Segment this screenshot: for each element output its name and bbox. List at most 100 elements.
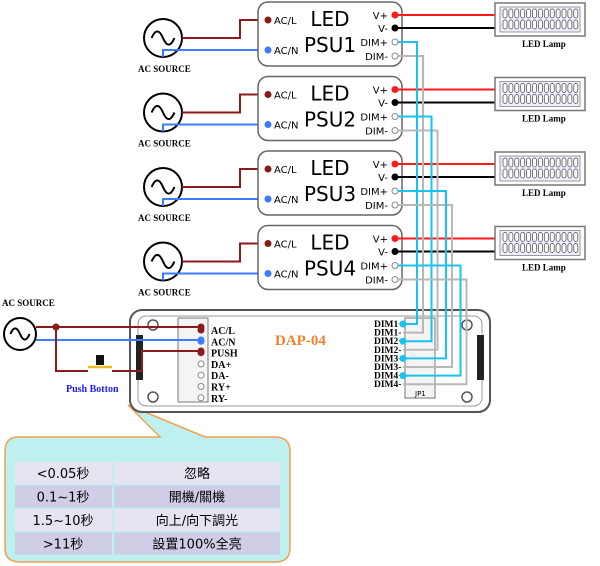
terminal-open <box>391 127 399 134</box>
psu-title: LED <box>310 156 349 180</box>
dimminus-label: DIM- <box>365 127 388 138</box>
table-cell <box>15 462 112 484</box>
terminal-open <box>391 262 399 269</box>
lamp-label: LED Lamp <box>522 114 566 124</box>
dap-terminal-label: AC/L <box>211 326 235 337</box>
dap-terminal-open <box>197 394 205 402</box>
terminal-dot <box>391 160 399 168</box>
dap-dim-label: DIM3- <box>374 363 401 373</box>
dap-dim-label: DIM4- <box>374 380 401 390</box>
dap-terminal-label: RY- <box>211 394 228 405</box>
terminal-dot <box>264 16 272 24</box>
lamp-label: LED Lamp <box>522 188 566 198</box>
terminal-dot <box>391 173 399 181</box>
ac-source-label: AC SOURCE <box>138 288 191 298</box>
dap-terminal-label: PUSH <box>211 349 238 360</box>
live-wire <box>182 93 268 114</box>
terminal-dot <box>391 86 399 93</box>
acn-label: AC/N <box>274 195 299 206</box>
dap-dim-label: DIM1+ <box>374 320 404 330</box>
sine-icon <box>150 104 176 121</box>
psu-title: LED <box>310 7 349 31</box>
dimminus-label: DIM- <box>365 276 388 287</box>
terminal-dot <box>264 270 272 277</box>
live-wire <box>182 168 268 188</box>
neutral-wire <box>162 198 268 206</box>
vminus-label: V- <box>378 24 388 35</box>
dim-minus-wire-1 <box>398 55 424 334</box>
dimminus-label: DIM- <box>365 52 388 63</box>
dap-dim-label: DIM1- <box>374 329 401 339</box>
psu-title: LED <box>310 82 349 106</box>
neutral-wire <box>162 272 268 281</box>
terminal-dot <box>197 347 205 355</box>
neutral-wire <box>162 49 268 57</box>
ac-source-label: AC SOURCE <box>138 213 191 223</box>
dap-title: DAP-04 <box>275 333 326 349</box>
jumper-label: JP1 <box>414 390 426 398</box>
dap-dim-label: DIM4+ <box>374 372 404 382</box>
sine-icon <box>9 327 31 341</box>
dap-terminal-open <box>197 360 205 368</box>
dap-terminal-label: DA- <box>211 371 229 382</box>
lamp-label: LED Lamp <box>522 263 566 273</box>
ac-source-main <box>3 317 37 351</box>
live-wire <box>182 19 268 39</box>
dap-terminal-label: DA+ <box>211 360 231 371</box>
dim-minus-wire-3 <box>398 204 453 368</box>
psu-title: PSU2 <box>304 108 356 132</box>
push-button-icon[interactable] <box>96 355 104 365</box>
dap-terminal-label: RY+ <box>211 383 231 394</box>
acn-label: AC/N <box>274 270 299 281</box>
terminal-dot <box>197 336 205 344</box>
dap-terminal-open <box>197 371 205 379</box>
dap-04-housing <box>129 309 491 413</box>
vplus-label: V+ <box>373 11 388 22</box>
action-cell: 忽略 <box>184 466 210 482</box>
neutral-wire <box>162 123 268 132</box>
sine-icon <box>150 179 176 195</box>
live-wire <box>182 242 268 263</box>
ac-source-label: AC SOURCE <box>138 139 191 149</box>
vplus-label: V+ <box>373 235 388 246</box>
duration-cell: >11秒 <box>43 538 83 553</box>
terminal-dot <box>264 165 272 173</box>
acn-label: AC/N <box>274 46 299 57</box>
dim-plus-dot <box>399 354 407 362</box>
terminal-dot <box>391 235 399 242</box>
table-cell <box>114 532 280 555</box>
duration-cell: 1.5~10秒 <box>32 514 93 529</box>
vminus-label: V- <box>378 99 388 110</box>
dim-minus-wire-2 <box>398 129 439 351</box>
terminal-dot <box>264 195 272 203</box>
dim-plus-dot <box>399 372 407 380</box>
table-cell <box>114 462 280 484</box>
lamp-label: LED Lamp <box>522 39 566 49</box>
dim-plus-dot <box>399 320 407 328</box>
acn-label: AC/N <box>274 121 299 132</box>
terminal-open <box>391 113 399 120</box>
dap-dim-label: DIM3+ <box>374 354 404 364</box>
dim-plus-wire-3 <box>398 190 447 360</box>
ac-source-label: AC SOURCE <box>2 298 55 308</box>
dap-dim-label: DIM2- <box>374 346 401 356</box>
terminal-dot <box>391 99 399 106</box>
dim-plus-wire-2 <box>398 115 433 343</box>
ac-source-label: AC SOURCE <box>138 64 191 74</box>
dim-plus-dot <box>399 337 407 345</box>
led-lamp <box>494 2 586 37</box>
table-cell <box>15 485 112 508</box>
screw-hole <box>461 391 473 403</box>
action-cell: 向上/向下調光 <box>156 513 238 529</box>
action-cell: 開機/關機 <box>169 491 225 506</box>
dimplus-label: DIM+ <box>360 262 388 273</box>
vent <box>136 335 143 380</box>
terminal-open <box>391 38 399 46</box>
dimplus-label: DIM+ <box>360 187 388 198</box>
sine-icon <box>150 253 176 270</box>
dim-plus-wire-1 <box>398 41 418 325</box>
terminal-open <box>391 201 399 209</box>
acl-label: AC/L <box>274 16 297 27</box>
